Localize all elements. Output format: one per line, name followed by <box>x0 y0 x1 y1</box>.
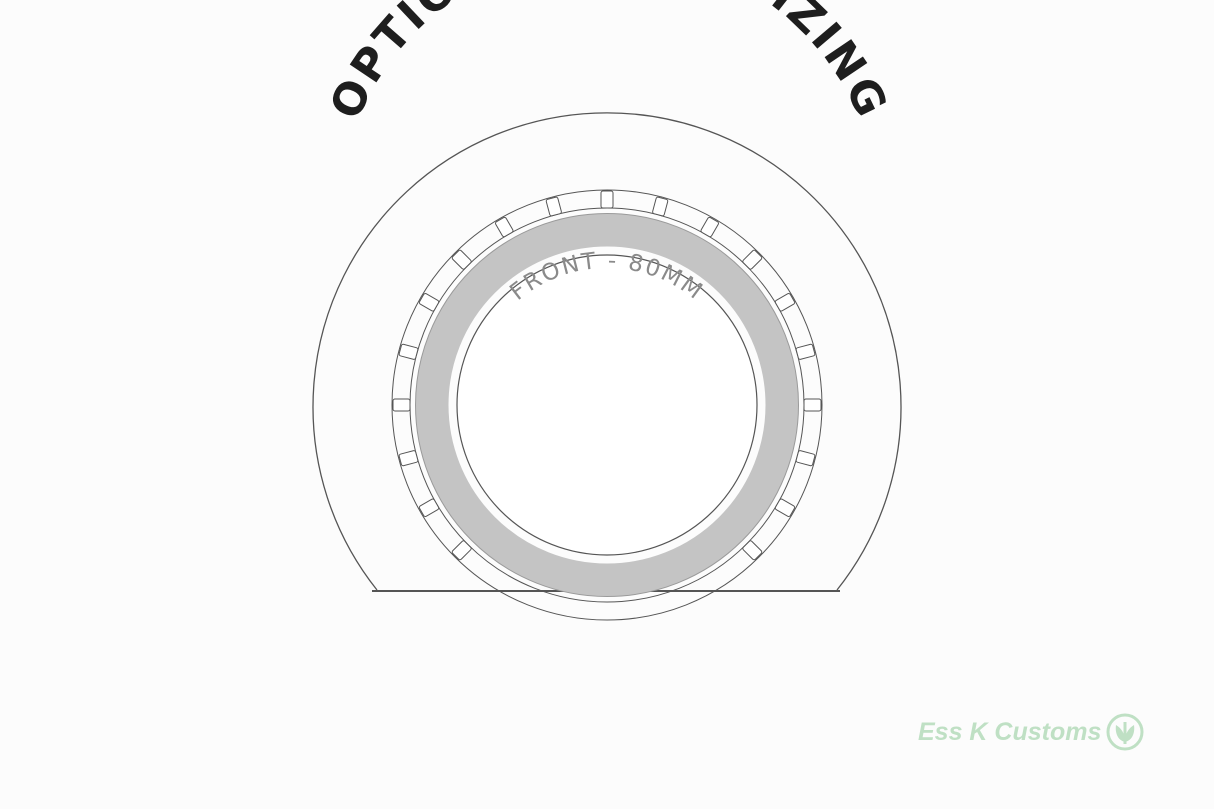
ring-notch <box>398 450 419 467</box>
ring-notch <box>392 398 411 412</box>
ring-notch <box>398 343 419 360</box>
ring-notch <box>418 293 440 312</box>
leaf-logo-icon <box>1106 713 1144 751</box>
ring-notch <box>652 196 669 217</box>
diagram-title: OPTIONAL HALO SIZING <box>320 0 897 127</box>
ring-teeth <box>392 190 822 561</box>
ring-notch <box>803 398 822 412</box>
ring-notch <box>795 343 816 360</box>
ring-notch <box>700 216 719 238</box>
ring-notch <box>774 498 796 517</box>
ring-notch <box>418 498 440 517</box>
ring-notch <box>451 249 472 270</box>
housing-outline <box>312 112 902 591</box>
ring-notch <box>795 450 816 467</box>
ring-notch <box>742 249 763 270</box>
lens-circle <box>456 254 758 556</box>
halo-ring <box>415 213 799 597</box>
projector-ring-outer <box>391 189 823 621</box>
ring-notch <box>495 216 514 238</box>
watermark: Ess K Customs <box>918 712 1145 752</box>
ring-notch <box>545 196 562 217</box>
watermark-text: Ess K Customs <box>918 717 1102 746</box>
halo-ring-outer-edge <box>415 213 799 597</box>
ring-notch <box>600 190 614 209</box>
ring-notch <box>742 540 763 561</box>
ring-notch <box>451 540 472 561</box>
ring-notch <box>774 293 796 312</box>
